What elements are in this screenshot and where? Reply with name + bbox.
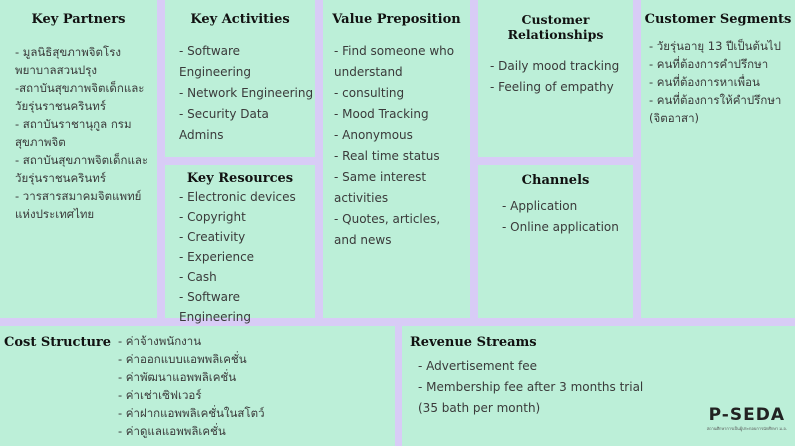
key-partners-title: Key Partners xyxy=(31,12,126,27)
list-item: (35 bath per month) xyxy=(418,401,541,415)
customer-segments-panel: Customer Segments - วัยรุ่นอายุ 13 ปีเป็… xyxy=(641,0,795,318)
list-item: -สถาบันสุขภาพจิตเด็กและวัยรุ่นราชนครินทร… xyxy=(15,81,145,113)
list-item: - วัยรุ่นอายุ 13 ปีเป็นต้นไป xyxy=(649,39,781,53)
list-item: - ค่าเช่าเซิฟเวอร์ xyxy=(118,388,202,402)
key-activities-panel: Key Activities - Software Engineering - … xyxy=(165,0,315,157)
cost-structure-title: Cost Structure xyxy=(4,335,112,350)
key-resources-panel: Key Resources - Electronic devices - Cop… xyxy=(165,165,315,324)
customer-relationships-panel: Customer Relationships - Daily mood trac… xyxy=(478,0,633,157)
customer-relationships-title: Customer Relationships xyxy=(507,12,604,42)
list-item: - Security Data Admins xyxy=(179,107,269,142)
list-item: - ค่าฝากแอพพลิเคชั่นในสโตว์ xyxy=(118,406,265,420)
list-item: - คนที่ต้องการหาเพื่อน xyxy=(649,75,760,89)
channels-panel: Channels - Application - Online applicat… xyxy=(478,165,633,318)
list-item: - Mood Tracking xyxy=(334,107,429,121)
p-seda-logo: P-SEDA สถานศึกษาการเป็นผู้ประกอบการนักศึ… xyxy=(707,405,787,432)
list-item: - Application xyxy=(502,199,578,213)
list-item: - มูลนิธิสุขภาพจิตโรงพยาบาลสวนปรุง xyxy=(15,45,121,77)
list-item: - ค่าพัฒนาแอพพลิเคชั่น xyxy=(118,370,237,384)
list-item: - ค่าออกแบบแอพพลิเคชั่น xyxy=(118,352,247,366)
list-item: - วารสารสมาคมจิตแพทย์แห่งประเทศไทย xyxy=(15,189,142,221)
list-item: - Software Engineering xyxy=(179,290,251,324)
revenue-streams-panel: Revenue Streams - Advertisement fee - Me… xyxy=(402,326,795,446)
list-item: - คนที่ต้องการให้คำปรึกษา (จิตอาสา) xyxy=(649,93,782,125)
list-item: - Software Engineering xyxy=(179,44,251,79)
key-partners-panel: Key Partners - มูลนิธิสุขภาพจิตโรงพยาบาล… xyxy=(0,0,157,318)
logo-caption: สถานศึกษาการเป็นผู้ประกอบการนักศึกษา ม.อ… xyxy=(706,426,787,431)
logo-text: P-SEDA xyxy=(708,405,785,425)
channels-title: Channels xyxy=(521,173,590,188)
list-item: - Online application xyxy=(502,220,619,234)
list-item: - Copyright xyxy=(179,210,246,224)
value-proposition-title: Value Preposition xyxy=(332,12,461,27)
list-item: - Membership fee after 3 months trial xyxy=(418,380,644,394)
list-item: - Experience xyxy=(179,250,255,264)
list-item: - Electronic devices xyxy=(179,190,296,204)
list-item: - Feeling of empathy xyxy=(490,80,614,94)
list-item: - Daily mood tracking xyxy=(490,59,620,73)
list-item: - Quotes, articles, and news xyxy=(334,212,441,247)
list-item: - Advertisement fee xyxy=(418,359,538,373)
list-item: - ค่าดูแลแอพพลิเคชั่น xyxy=(118,424,226,438)
list-item: - consulting xyxy=(334,86,405,100)
value-proposition-panel: Value Preposition - Find someone who und… xyxy=(323,0,470,318)
list-item: - Creativity xyxy=(179,230,246,244)
list-item: - Network Engineering xyxy=(179,86,314,100)
list-item: - Same interest activities xyxy=(334,170,427,205)
list-item: - Real time status xyxy=(334,149,440,163)
customer-segments-title: Customer Segments xyxy=(644,12,792,27)
key-activities-title: Key Activities xyxy=(190,12,290,27)
list-item: - Anonymous xyxy=(334,128,413,142)
key-resources-title: Key Resources xyxy=(186,171,294,186)
list-item: - คนที่ต้องการคำปรึกษา xyxy=(649,57,769,71)
list-item: - สถาบันราชานุกูล กรมสุขภาพจิต xyxy=(15,117,132,149)
list-item: - Cash xyxy=(179,270,217,284)
list-item: - สถาบันสุขภาพจิตเด็กและวัยรุ่นราชนครินท… xyxy=(15,153,149,185)
cost-structure-panel: Cost Structure - ค่าจ้างพนักงาน - ค่าออก… xyxy=(0,326,395,446)
list-item: - Find someone who understand xyxy=(334,44,455,79)
revenue-streams-title: Revenue Streams xyxy=(410,335,537,350)
list-item: - ค่าจ้างพนักงาน xyxy=(118,334,202,348)
